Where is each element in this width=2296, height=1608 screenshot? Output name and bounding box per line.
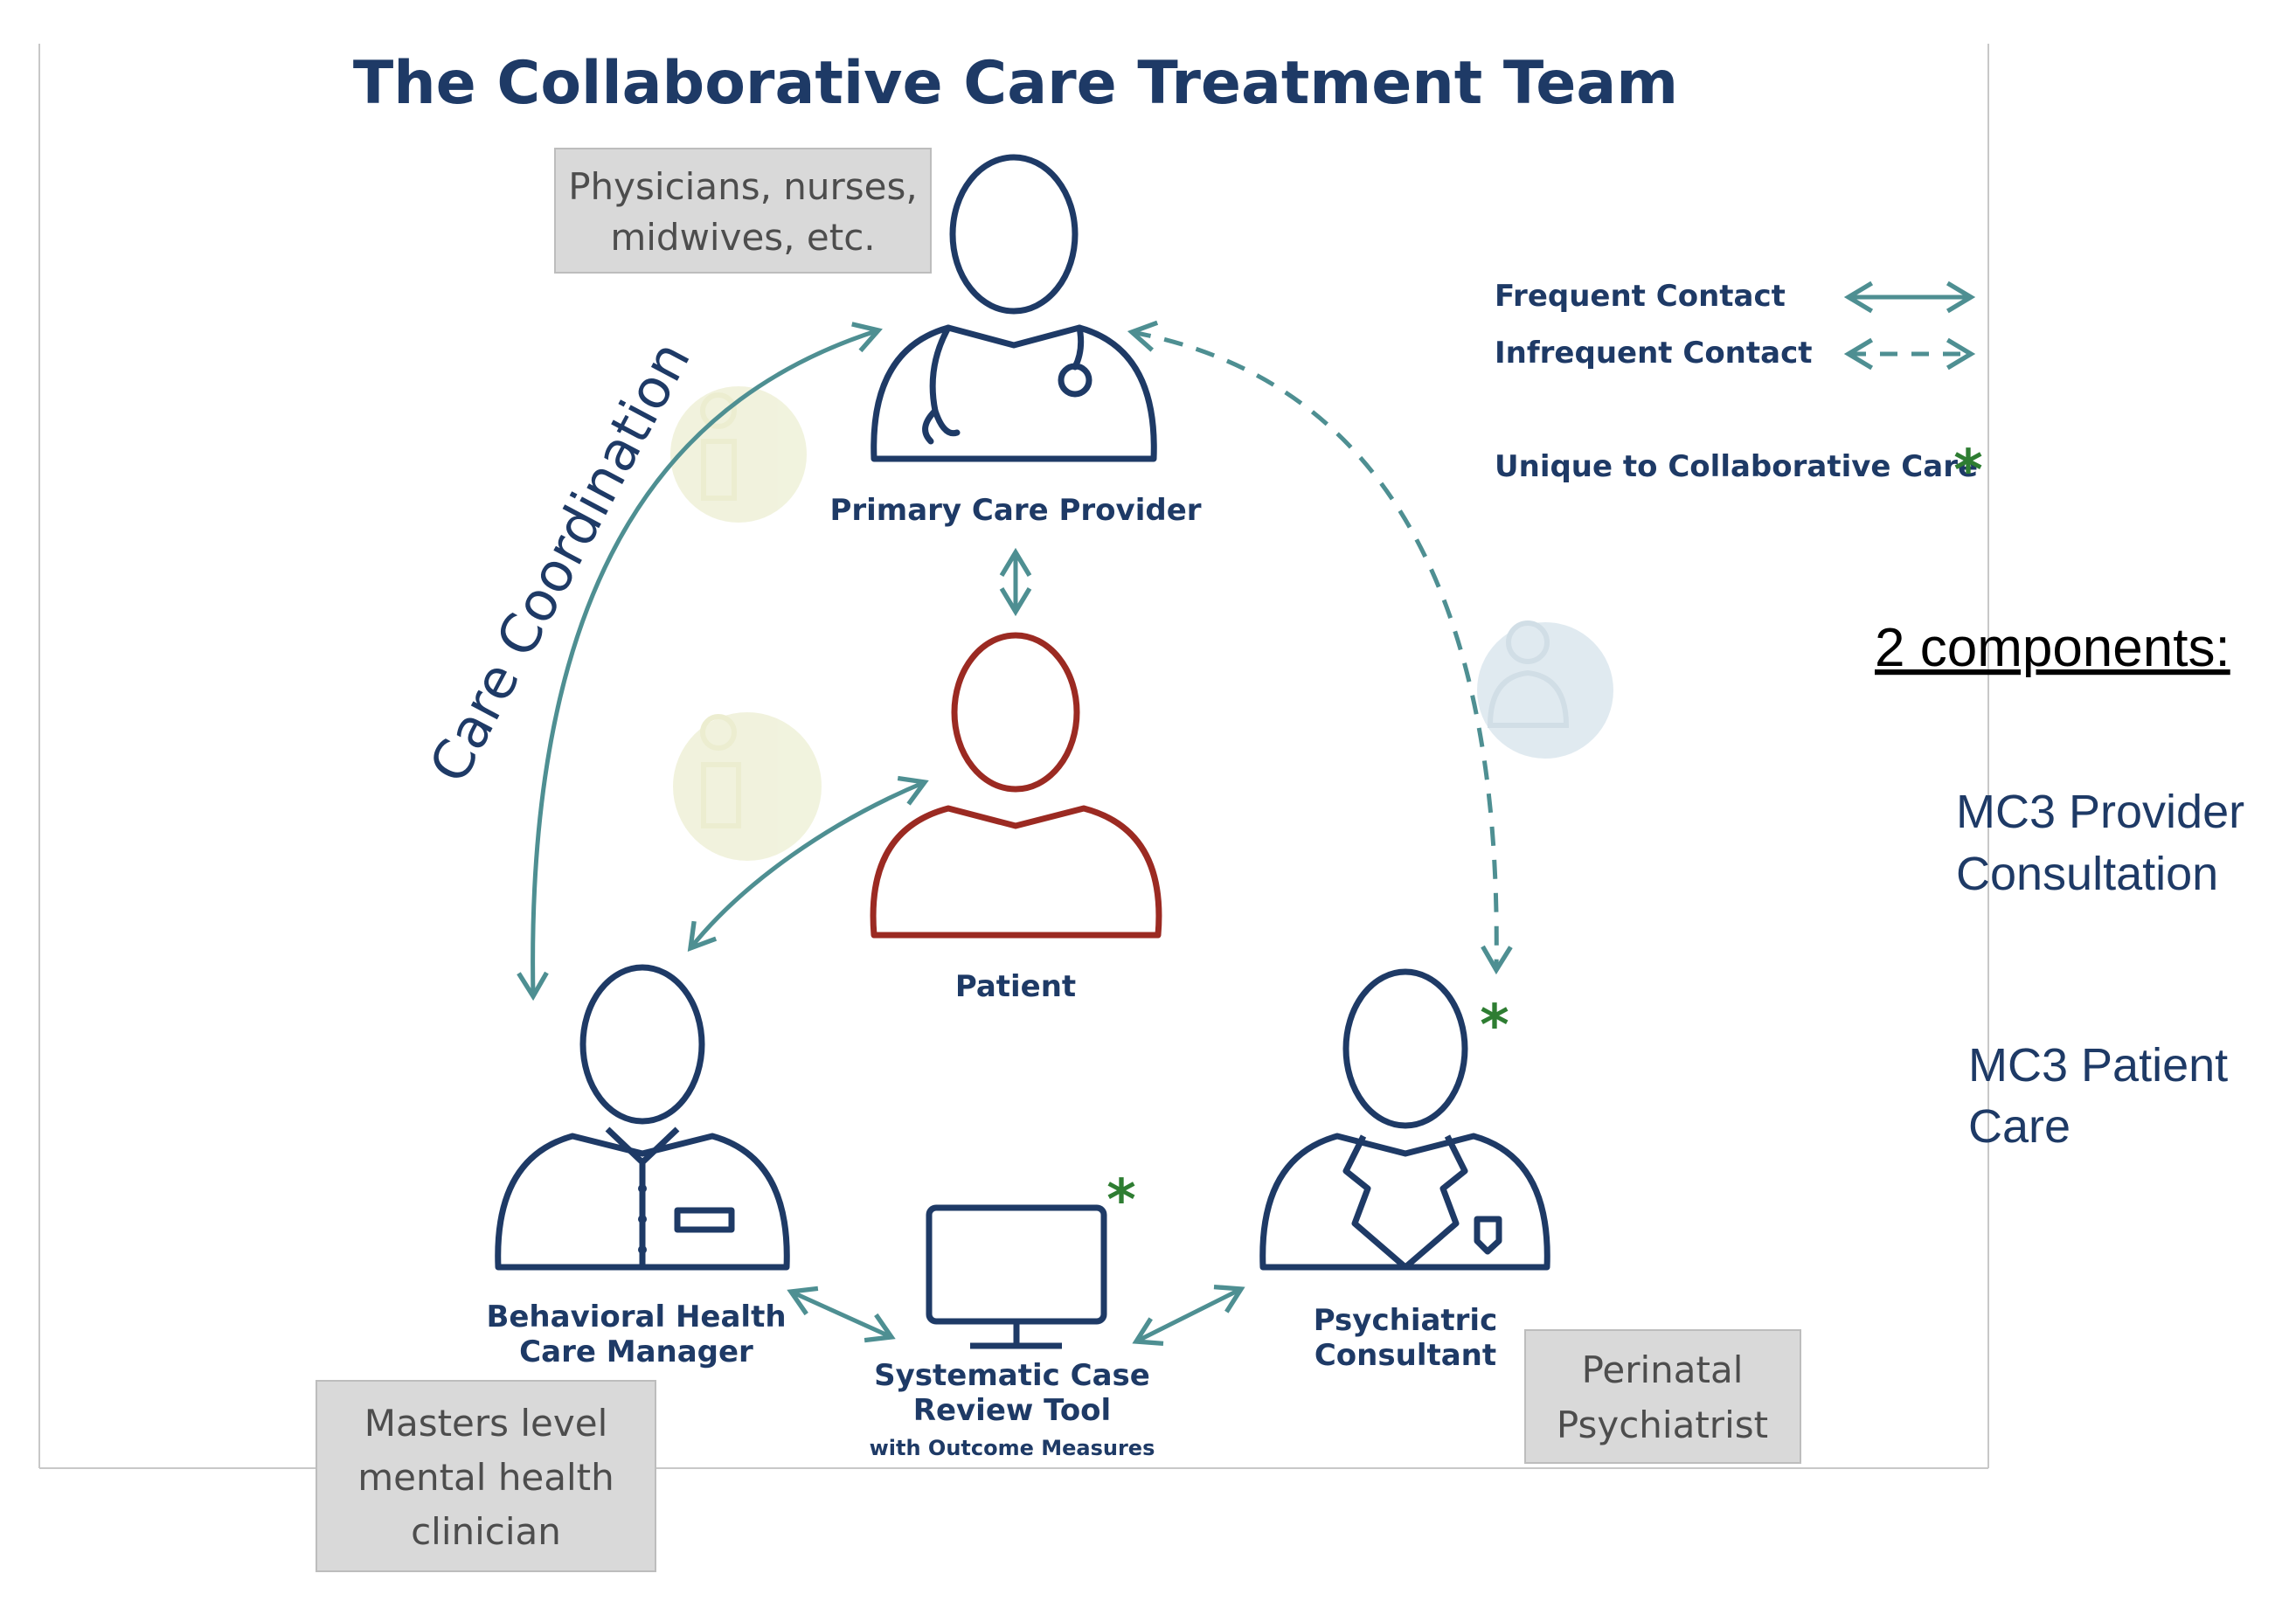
- diagram-title: The Collaborative Care Treatment Team: [353, 49, 1678, 118]
- primary-care-provider-icon: [871, 154, 1157, 462]
- legend-unique-label: Unique to Collaborative Care: [1495, 449, 1978, 484]
- clinician-note-line2: mental health: [357, 1456, 614, 1499]
- component-1-line1: MC3 Provider: [1956, 786, 2244, 838]
- pcp-note-line2: midwives, etc.: [610, 216, 875, 259]
- component-2-line2: Care: [1968, 1100, 2071, 1153]
- review-tool-label-line1: Systematic Case: [874, 1358, 1150, 1393]
- components-heading: 2 components:: [1875, 618, 2230, 678]
- button-dot-3: [638, 1245, 647, 1254]
- component-2-line1: MC3 Patient: [1968, 1039, 2228, 1092]
- pcp-note-line1: Physicians, nurses,: [568, 165, 918, 208]
- psychiatrist-note-box: [1524, 1329, 1801, 1464]
- button-dot-2: [638, 1215, 647, 1223]
- psychiatrist-note-line2: Psychiatrist: [1557, 1404, 1768, 1446]
- care-coordination-arrow: [517, 322, 883, 1002]
- clinician-note-line1: Masters level: [364, 1402, 608, 1445]
- psychiatrist-note-line1: Perinatal: [1582, 1348, 1744, 1391]
- psychiatric-consultant-icon: [1259, 968, 1550, 1271]
- psychiatric-consultant-asterisk: *: [1480, 994, 1509, 1058]
- patient-label: Patient: [955, 969, 1076, 1004]
- psychiatric-consultant-label-line2: Consultant: [1314, 1338, 1496, 1373]
- consultant-circle-icon: [1477, 620, 1613, 759]
- pcp-note-box: [554, 148, 932, 274]
- patient-icon: [870, 632, 1162, 939]
- review-tool-asterisk: *: [1106, 1168, 1135, 1233]
- review-tool-label-line2: Review Tool: [913, 1393, 1111, 1428]
- legend: Frequent Contact Infrequent Contact Uniq…: [1495, 279, 1983, 503]
- patient-care-manager-arrow: [687, 775, 929, 953]
- review-tool-label-line3: with Outcome Measures: [870, 1436, 1155, 1460]
- care-manager-label-line2: Care Manager: [519, 1334, 753, 1369]
- legend-infrequent-label: Infrequent Contact: [1495, 336, 1813, 371]
- care-manager-label-line1: Behavioral Health: [486, 1300, 786, 1334]
- component-1-line2: Consultation: [1956, 848, 2218, 900]
- care-manager-icon: [495, 964, 790, 1271]
- legend-unique-asterisk: *: [1953, 439, 1982, 503]
- tool-consultant-arrow: [1132, 1284, 1245, 1347]
- clinician-note-box: [316, 1380, 656, 1572]
- psychiatric-consultant-label-line1: Psychiatric: [1314, 1303, 1498, 1338]
- primary-care-provider-label: Primary Care Provider: [829, 493, 1201, 528]
- care-coordination-label: Care Coordination: [417, 331, 703, 793]
- monitor-icon: [926, 1204, 1107, 1349]
- button-dot-1: [638, 1184, 647, 1193]
- care-coordination-circle-icon: [670, 386, 807, 523]
- infrequent-contact-arrow: [1127, 320, 1513, 975]
- manager-tool-arrow: [787, 1286, 896, 1343]
- clinician-note-line3: clinician: [411, 1510, 561, 1553]
- legend-frequent-label: Frequent Contact: [1495, 279, 1786, 314]
- patient-coordination-circle-icon: [673, 712, 822, 861]
